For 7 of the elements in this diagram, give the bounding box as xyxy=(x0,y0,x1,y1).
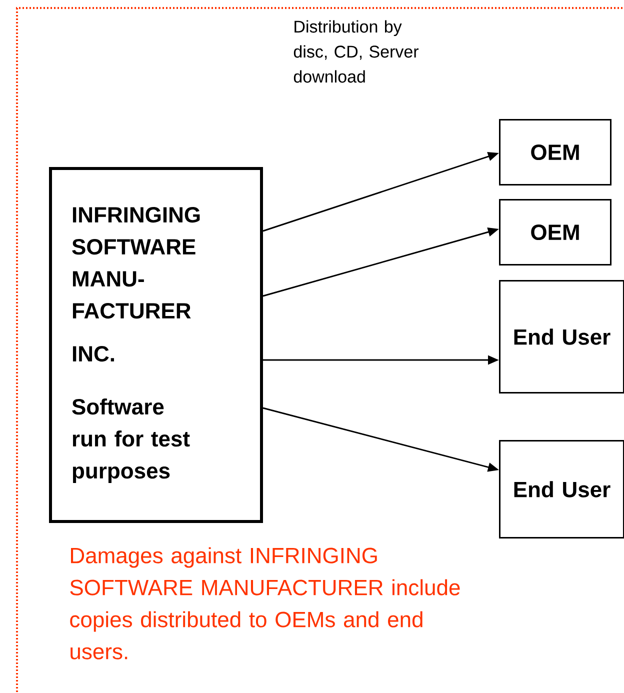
recipient-box: End User xyxy=(499,440,624,538)
manufacturer-box: INFRINGING SOFTWARE MANU- FACTURER INC. Software run for test purposes xyxy=(49,167,263,523)
distribution-note: Distribution by disc, CD, Server download xyxy=(294,20,419,83)
damages-note: Damages against INFRINGING SOFTWARE MANUFACTURER include copies distributed to OEMs and end users. xyxy=(70,547,460,660)
recipient-box: OEM xyxy=(499,199,612,266)
recipient-box: End User xyxy=(499,280,624,394)
recipient-box: OEM xyxy=(499,119,612,186)
